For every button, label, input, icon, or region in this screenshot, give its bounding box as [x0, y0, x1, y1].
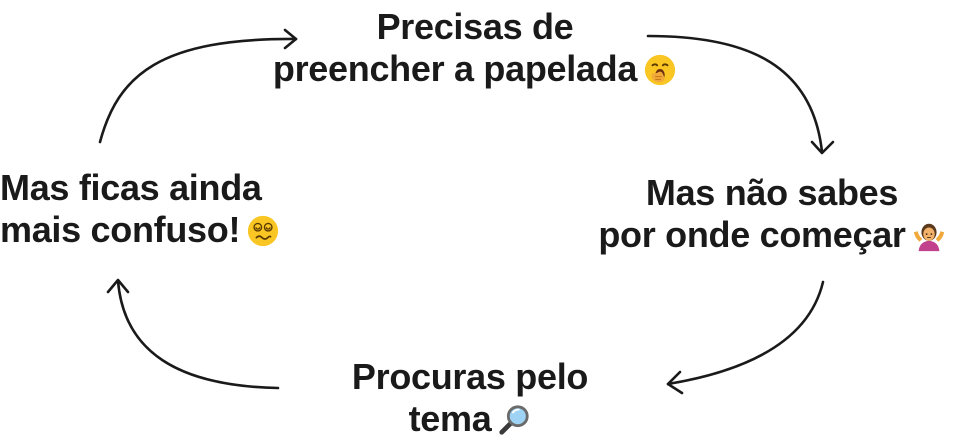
- node-fill-paperwork: Precisas de preencher a papelada: [235, 6, 715, 90]
- arrowhead-top-to-right: [810, 140, 835, 155]
- dizzy-face-icon: [248, 215, 279, 247]
- arrow-right-to-bottom: [666, 280, 825, 386]
- node-top-line2: preencher a papelada: [272, 48, 638, 89]
- node-top-line1: Precisas de: [376, 6, 574, 47]
- person-shrugging-icon: [913, 223, 944, 252]
- node-right-line2: por onde começar: [598, 214, 906, 255]
- node-bottom-line2: tema: [408, 398, 492, 439]
- arrow-left-to-top: [98, 37, 298, 144]
- node-left-line1: Mas ficas ainda: [0, 167, 262, 208]
- node-even-more-confused: Mas ficas ainda mais confuso!: [0, 167, 330, 251]
- arrowhead-right-to-bottom: [666, 370, 684, 395]
- arrowhead-left-to-top: [283, 28, 298, 50]
- node-bottom-line1: Procuras pelo: [351, 356, 589, 397]
- node-left-line2: mais confuso!: [0, 209, 241, 250]
- node-right-line1: Mas não sabes: [645, 172, 899, 213]
- magnifying-glass-icon: [499, 405, 530, 435]
- node-search-topic: Procuras pelo tema: [320, 356, 620, 440]
- arrowhead-bottom-to-left: [106, 278, 130, 294]
- arrow-top-to-right: [646, 34, 824, 154]
- arrow-bottom-to-left: [116, 279, 280, 390]
- yawning-face-icon: [644, 54, 676, 86]
- node-dont-know-where-to-start: Mas não sabes por onde começar: [572, 172, 972, 256]
